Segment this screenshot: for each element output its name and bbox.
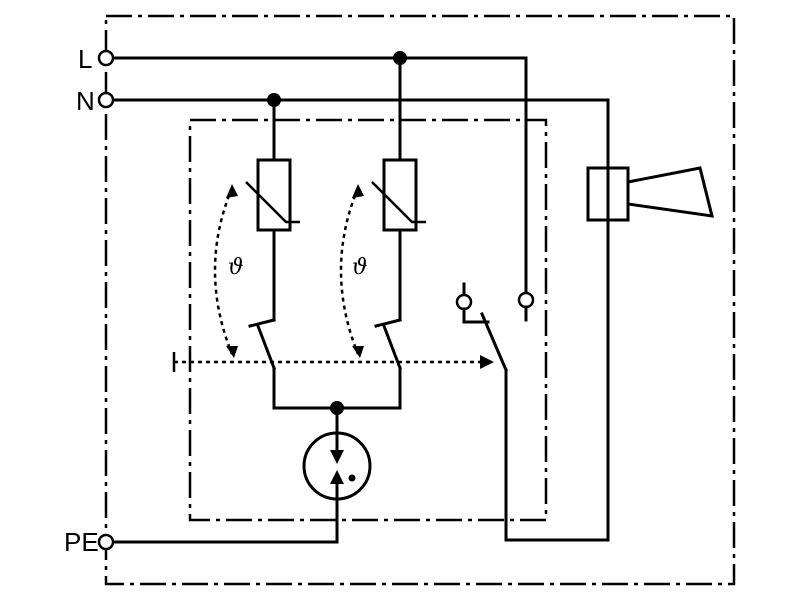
sensor-symbol-right: ϑ bbox=[352, 255, 368, 280]
terminal-l-icon bbox=[97, 49, 115, 67]
indicator-meter-icon bbox=[302, 431, 372, 501]
sensor-symbol-left: ϑ bbox=[228, 255, 244, 280]
junction-n-icon bbox=[267, 93, 281, 107]
junction-l-icon bbox=[393, 51, 407, 65]
switch-left-icon bbox=[248, 318, 276, 410]
n-wire bbox=[112, 98, 610, 542]
terminal-n-icon bbox=[97, 91, 115, 109]
inner-enclosure bbox=[188, 118, 548, 522]
terminal-label-l: L bbox=[78, 44, 92, 74]
terminal-label-pe: PE bbox=[64, 527, 99, 557]
changeover-switch-icon bbox=[455, 282, 535, 372]
pe-wire bbox=[112, 486, 339, 544]
terminal-label-n: N bbox=[76, 86, 95, 116]
horn-icon bbox=[586, 166, 714, 222]
terminal-pe-icon bbox=[97, 533, 115, 551]
thermistor-right-icon bbox=[371, 158, 426, 322]
mechanical-linkage-icon bbox=[172, 352, 494, 372]
switch-right-icon bbox=[374, 318, 402, 410]
l-wire bbox=[112, 56, 528, 294]
thermistor-left-icon bbox=[245, 158, 300, 322]
outer-enclosure bbox=[104, 14, 736, 586]
